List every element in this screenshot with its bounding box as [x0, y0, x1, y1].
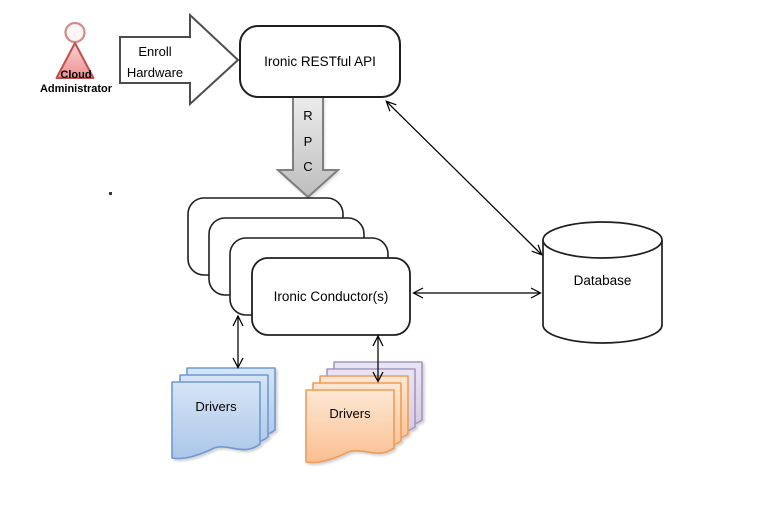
api-box [239, 25, 401, 98]
conductor-stack [187, 197, 411, 336]
enroll-label-line1: Enroll [138, 44, 172, 59]
document-icon [171, 381, 261, 460]
stray-dot [109, 192, 112, 195]
conductor-orangedrivers-arrow [372, 334, 384, 383]
api-box-label: Ironic RESTful API [264, 53, 376, 69]
rpc-block-arrow-icon [275, 94, 341, 199]
enroll-hardware-label: Enroll Hardware [119, 40, 191, 84]
drivers-blue-stack [171, 367, 276, 460]
conductor-bluedrivers-arrow [232, 314, 244, 369]
document-icon [305, 389, 395, 464]
drivers-blue-label: Drivers [195, 399, 237, 414]
enroll-block-arrow-icon [119, 12, 240, 107]
conductor-database-arrow [412, 287, 542, 299]
cloud-admin-label-line2: Administrator [39, 82, 113, 95]
rpc-letter-c: C [303, 159, 313, 174]
drivers-orange-stack [305, 361, 423, 464]
cloud-admin-label-line1: Cloud [60, 69, 92, 81]
cloud-admin-label: Cloud Administrator [20, 69, 132, 96]
drivers-orange-label: Drivers [329, 406, 371, 421]
conductor-box-label: Ironic Conductor(s) [273, 288, 389, 304]
rpc-label: R P C [294, 109, 322, 173]
conductor-box-front [251, 257, 411, 336]
database-cylinder [542, 221, 663, 344]
cloud-admin-icon [55, 21, 95, 79]
api-database-arrow [385, 100, 543, 256]
rpc-letter-r: R [303, 108, 313, 123]
rpc-letter-p: P [303, 133, 313, 149]
database-label: Database [573, 273, 632, 288]
enroll-label-line2: Hardware [126, 65, 184, 80]
